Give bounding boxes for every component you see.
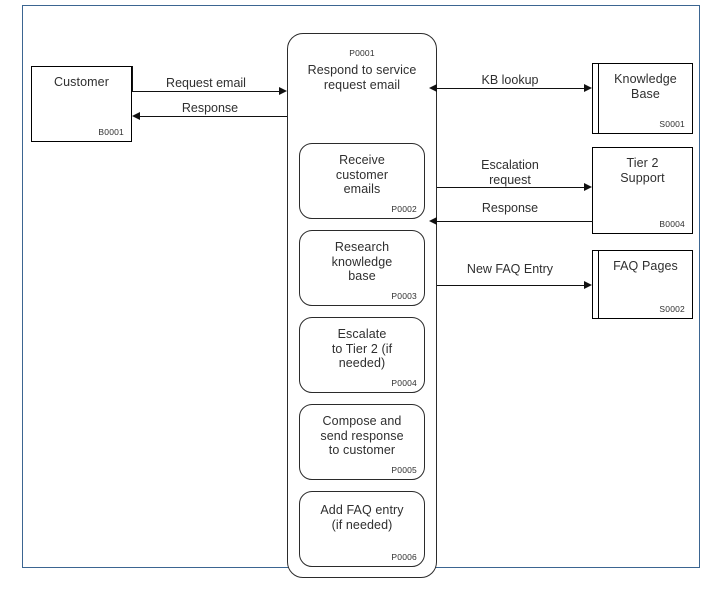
datastore-knowledge-base-id: S0001 bbox=[659, 119, 685, 129]
flow-escalation-request-arrowhead bbox=[584, 182, 592, 191]
entity-tier-2-support[interactable]: Tier 2 Support B0004 bbox=[592, 147, 693, 234]
entity-customer-id: B0001 bbox=[98, 127, 124, 137]
entity-tier-2-support-id: B0004 bbox=[659, 219, 685, 229]
flow-escalation-request-line bbox=[437, 187, 584, 188]
process-p0004[interactable]: Escalate to Tier 2 (if needed) P0004 bbox=[299, 317, 425, 393]
process-p0001-id: P0001 bbox=[349, 48, 375, 58]
process-p0005-id: P0005 bbox=[391, 465, 417, 475]
flow-kb-lookup-label: KB lookup bbox=[481, 73, 539, 87]
process-p0002-id: P0002 bbox=[391, 204, 417, 214]
process-p0005-line3: to customer bbox=[328, 443, 396, 457]
entity-tier-2-support-line1: Tier 2 bbox=[626, 156, 659, 170]
entity-customer-label: Customer bbox=[54, 75, 109, 89]
process-p0004-line2: to Tier 2 (if bbox=[331, 341, 393, 356]
process-p0004-id: P0004 bbox=[391, 378, 417, 388]
process-p0003-line2: knowledge bbox=[331, 254, 393, 269]
datastore-knowledge-base[interactable]: Knowledge Base S0001 bbox=[592, 62, 693, 135]
datastore-faq-pages[interactable]: FAQ Pages S0002 bbox=[592, 249, 693, 320]
process-p0005-line1: Compose and bbox=[322, 414, 402, 428]
process-p0002-line2: customer bbox=[335, 167, 389, 182]
entity-customer[interactable]: Customer B0001 bbox=[31, 66, 132, 142]
datastore-faq-pages-line1: FAQ Pages bbox=[613, 259, 678, 273]
datastore-knowledge-base-line2: Base bbox=[631, 86, 660, 101]
flow-new-faq-entry-line bbox=[437, 285, 584, 286]
process-p0006-line2: (if needed) bbox=[331, 517, 393, 532]
flow-kb-lookup-line bbox=[437, 88, 584, 89]
datastore-knowledge-base-bar bbox=[598, 62, 599, 135]
process-p0004-line1: Escalate bbox=[337, 327, 387, 341]
process-p0003-id: P0003 bbox=[391, 291, 417, 301]
flow-request-email-line bbox=[132, 91, 279, 92]
entity-tier-2-support-line2: Support bbox=[620, 170, 665, 185]
flow-escalation-request-label-line2: request bbox=[489, 172, 531, 187]
process-p0003-line3: base bbox=[348, 269, 376, 283]
process-p0004-line3: needed) bbox=[338, 356, 386, 370]
flow-request-email-stub bbox=[132, 66, 133, 91]
flow-response-customer-label: Response bbox=[181, 101, 239, 115]
datastore-faq-pages-bar bbox=[598, 249, 599, 320]
flow-new-faq-entry-label: New FAQ Entry bbox=[466, 262, 554, 276]
process-p0002-line3: emails bbox=[343, 182, 381, 196]
flow-kb-lookup-arrowhead-left bbox=[429, 83, 437, 92]
flow-tier2-response-line bbox=[437, 221, 593, 222]
process-p0005-line2: send response bbox=[320, 428, 404, 443]
flow-new-faq-entry-arrowhead bbox=[584, 280, 592, 289]
process-p0001-title-line1: Respond to service bbox=[307, 63, 417, 77]
process-p0003-line1: Research bbox=[334, 240, 390, 254]
process-p0001-title-line2: request email bbox=[323, 77, 401, 92]
datastore-knowledge-base-line1: Knowledge bbox=[614, 72, 677, 86]
flow-request-email-label: Request email bbox=[166, 76, 246, 90]
flow-tier2-response-arrowhead bbox=[429, 216, 437, 225]
flow-kb-lookup-arrowhead-right bbox=[584, 83, 592, 92]
flow-response-customer-line bbox=[140, 116, 287, 117]
flow-response-customer-arrowhead bbox=[132, 111, 140, 120]
process-p0006-line1: Add FAQ entry bbox=[320, 503, 404, 517]
flow-tier2-response-label: Response bbox=[481, 201, 539, 215]
process-p0002[interactable]: Receive customer emails P0002 bbox=[299, 143, 425, 219]
process-p0006[interactable]: Add FAQ entry (if needed) P0006 bbox=[299, 491, 425, 567]
process-p0005[interactable]: Compose and send response to customer P0… bbox=[299, 404, 425, 480]
process-p0006-id: P0006 bbox=[391, 552, 417, 562]
datastore-faq-pages-id: S0002 bbox=[659, 304, 685, 314]
flow-request-email-arrowhead bbox=[279, 86, 287, 95]
flow-escalation-request-label-line1: Escalation bbox=[481, 158, 539, 172]
process-p0002-line1: Receive bbox=[339, 153, 385, 167]
process-p0003[interactable]: Research knowledge base P0003 bbox=[299, 230, 425, 306]
